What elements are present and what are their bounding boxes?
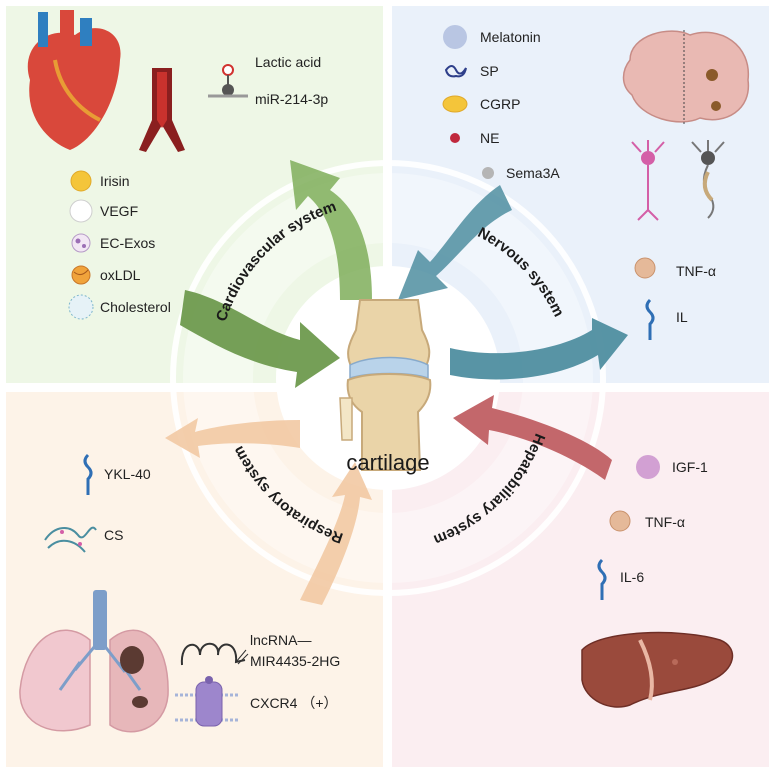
- respiratory-arrow-in: [300, 462, 372, 605]
- ne-label: NE: [480, 130, 499, 146]
- ne-icon: [450, 133, 460, 143]
- lncrna-label-line2: MIR4435-2HG: [250, 653, 340, 669]
- blood-vessel-icon: [139, 68, 185, 152]
- liver-icon: [581, 631, 734, 708]
- il-label: IL: [676, 309, 688, 325]
- lncrna-icon: [180, 642, 249, 666]
- sp-label: SP: [480, 63, 499, 79]
- cgrp-icon: [442, 95, 468, 113]
- tnf-alpha-nervous-label: TNF-α: [676, 263, 716, 279]
- il-6-label: IL-6: [620, 569, 644, 585]
- il-6-icon: [597, 558, 607, 600]
- lactic-acid-icon: [208, 64, 248, 98]
- tnf-alpha-hepato-label: TNF-α: [645, 514, 685, 530]
- nervous-arrow-out: [450, 318, 628, 380]
- lactic-acid-label: Lactic acid: [255, 54, 321, 70]
- tnf-alpha-icon: [634, 257, 656, 279]
- nervous-arrow-in: [398, 185, 512, 300]
- mir-214-3p-label: miR-214-3p: [255, 91, 328, 107]
- ykl-40-label: YKL-40: [104, 466, 151, 482]
- ec-exos-label: EC-Exos: [100, 235, 155, 251]
- cartilage-label: cartilage: [346, 450, 429, 475]
- irisin-label: Irisin: [100, 173, 130, 189]
- inner-ring-band: [183, 173, 593, 583]
- igf-1-icon: [636, 455, 660, 479]
- sema3a-icon: [482, 167, 494, 179]
- melatonin-label: Melatonin: [480, 29, 541, 45]
- heart-icon: [27, 10, 121, 150]
- vegf-label: VEGF: [100, 203, 138, 219]
- melatonin-icon: [443, 25, 467, 49]
- lncrna-label-line1: lncRNA—: [250, 632, 311, 648]
- sema3a-label: Sema3A: [506, 165, 560, 181]
- cgrp-label: CGRP: [480, 96, 520, 112]
- oxldl-icon: [71, 265, 91, 285]
- knee-joint-icon: [339, 299, 432, 471]
- ykl-40-icon: [83, 453, 93, 495]
- neuron-gray-icon: [691, 140, 725, 219]
- cardiovascular-arrow-in: [180, 290, 340, 388]
- cholesterol-label: Cholesterol: [100, 299, 171, 315]
- ec-exos-icon: [71, 233, 91, 253]
- igf-1-label: IGF-1: [672, 459, 708, 475]
- sp-icon: [444, 65, 467, 78]
- cs-icon: [44, 526, 97, 553]
- tnf-alpha-hepato-icon: [609, 510, 631, 532]
- brain-icon: [622, 30, 750, 125]
- cardiovascular-arrow-out: [290, 160, 372, 300]
- respiratory-arrow-out: [165, 418, 300, 458]
- hepatobiliary-arrow-in: [453, 395, 612, 480]
- il-icon: [645, 298, 655, 340]
- outer-ring: [170, 160, 606, 596]
- cxcr4-icon: [175, 676, 240, 727]
- lungs-icon: [19, 590, 169, 733]
- cxcr4-label: CXCR4 （+）: [250, 695, 338, 711]
- cholesterol-icon: [68, 294, 94, 320]
- vegf-icon: [69, 199, 93, 223]
- cs-label: CS: [104, 527, 123, 543]
- neuron-pink-icon: [631, 140, 665, 221]
- irisin-icon: [70, 170, 92, 192]
- oxldl-label: oxLDL: [100, 267, 141, 283]
